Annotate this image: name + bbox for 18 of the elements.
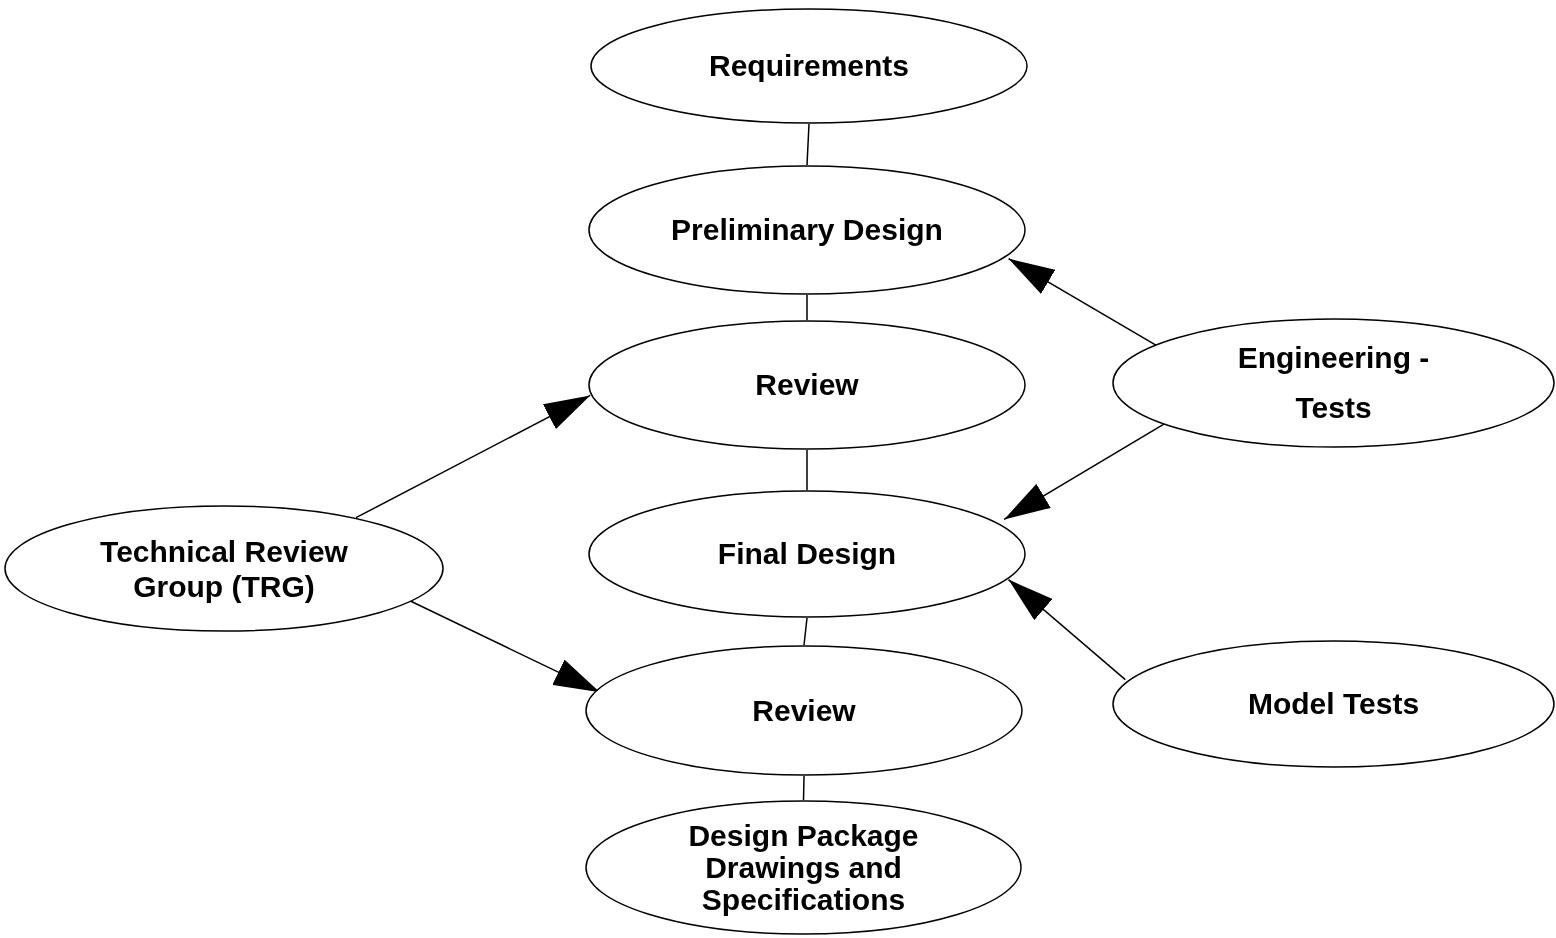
arrow (1007, 257, 1158, 347)
arrow (355, 394, 591, 519)
arrow (1003, 422, 1166, 521)
node-label: Engineering - Tests (1236, 340, 1431, 426)
node-label: Review (752, 692, 856, 729)
connector-line (806, 449, 808, 491)
node-label: Technical Review Group (TRG) (99, 533, 349, 604)
connector-line (802, 775, 805, 801)
connector-line (806, 294, 808, 321)
node-label: Model Tests (1247, 686, 1420, 722)
connector-line (806, 123, 810, 166)
node-label: Requirements (708, 48, 910, 84)
node-label: Final Design (717, 536, 897, 572)
node-label: Review (755, 367, 859, 403)
node-label: Design Package Drawings and Specifications (687, 819, 920, 916)
node-label: Preliminary Design (671, 212, 943, 248)
arrow (1007, 578, 1127, 681)
connector-line (803, 617, 808, 646)
